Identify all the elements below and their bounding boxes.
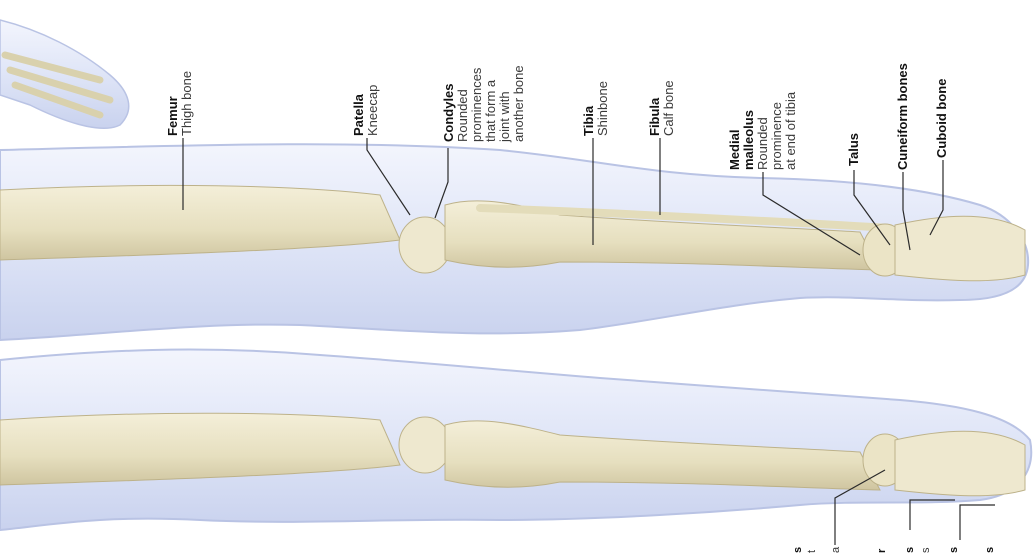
femur-desc: Thigh bone	[180, 71, 194, 136]
cuneiform-title: Cuneiform bones	[896, 63, 910, 170]
cuneiform-label: Cuneiform bones	[896, 63, 910, 170]
cut-label-7: s	[948, 547, 960, 553]
cuboid-label: Cuboid bone	[935, 79, 949, 158]
cut-label-4: r	[876, 549, 888, 553]
tibia-title: Tibia	[582, 81, 596, 136]
condyles-desc-4: joint with	[498, 65, 512, 142]
patella-bone	[399, 217, 451, 273]
medial-desc-3: at end of tibia	[784, 92, 798, 170]
condyles-desc-3: that form a	[484, 65, 498, 142]
cut-label-3: a	[830, 547, 842, 553]
patella-label: Patella Kneecap	[352, 85, 380, 136]
condyles-desc-2: prominences	[470, 65, 484, 142]
condyles-label: Condyles Rounded prominences that form a…	[442, 65, 526, 142]
cut-label-1: s	[792, 547, 804, 553]
cut-label-8: s	[984, 547, 996, 553]
medial-desc-1: Rounded	[756, 92, 770, 170]
condyles-desc-5: another bone	[512, 65, 526, 142]
cuboid-title: Cuboid bone	[935, 79, 949, 158]
medial-title-2: malleolus	[742, 92, 756, 170]
fibula-desc: Calf bone	[662, 80, 676, 136]
fibula-label: Fibula Calf bone	[648, 80, 676, 136]
patella-desc: Kneecap	[366, 85, 380, 136]
hand-outline	[0, 20, 129, 128]
medial-title-1: Medial	[728, 92, 742, 170]
medial-desc-2: prominence	[770, 92, 784, 170]
talus-title: Talus	[847, 133, 861, 166]
femur-title: Femur	[166, 71, 180, 136]
tibia-desc: Shinbone	[596, 81, 610, 136]
condyles-title: Condyles	[442, 65, 456, 142]
medial-malleolus-label: Medial malleolus Rounded prominence at e…	[728, 92, 798, 170]
patella-title: Patella	[352, 85, 366, 136]
tibia-label: Tibia Shinbone	[582, 81, 610, 136]
femur-label: Femur Thigh bone	[166, 71, 194, 136]
foot-bones	[895, 216, 1025, 281]
cut-label-6: s	[920, 548, 932, 554]
talus-label: Talus	[847, 133, 861, 166]
cut-label-5: s	[904, 547, 916, 553]
fibula-title: Fibula	[648, 80, 662, 136]
condyles-desc-1: Rounded	[456, 65, 470, 142]
